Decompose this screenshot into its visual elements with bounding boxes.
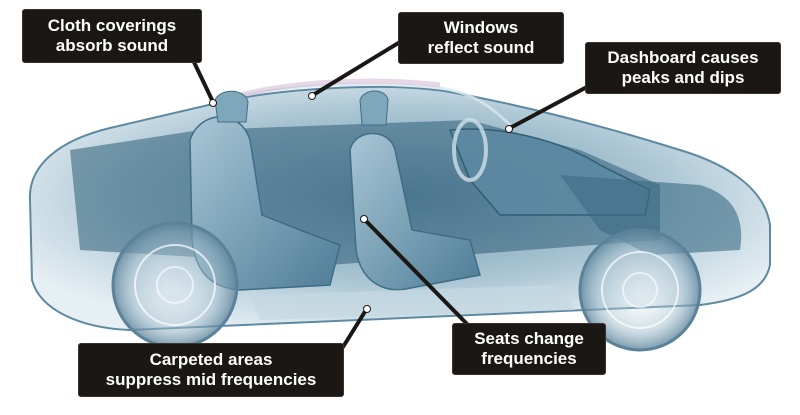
dashboard-pointer-line: [508, 86, 587, 130]
carpet-pointer-dot: [363, 305, 371, 313]
callout-dashboard: Dashboard causes peaks and dips: [585, 42, 781, 94]
callout-windows-line-2: reflect sound: [427, 38, 535, 57]
steering-wheel: [452, 118, 488, 182]
front-wheel: [578, 228, 702, 352]
callout-dashboard-line-1: Dashboard causes: [607, 48, 759, 67]
window-line: [214, 82, 512, 127]
engine-bay: [560, 175, 742, 255]
windows-pointer-dot: [308, 92, 316, 100]
callout-cloth-coverings: Cloth coverings absorb sound: [22, 9, 202, 63]
cloth-pointer-line: [191, 58, 215, 104]
seats-pointer-line: [363, 218, 470, 327]
callout-seats: Seats change frequencies: [452, 323, 606, 375]
front-seat-headrest: [359, 90, 389, 126]
callout-dashboard-line-2: peaks and dips: [621, 68, 745, 87]
callout-carpeted-areas: Carpeted areas suppress mid frequencies: [78, 343, 344, 397]
roof-highlight: [239, 78, 441, 98]
callout-carpet-line-1: Carpeted areas: [149, 350, 273, 369]
dashboard-pointer-dot: [505, 125, 513, 133]
callout-windows: Windows reflect sound: [398, 12, 564, 64]
callout-seats-line-2: frequencies: [481, 349, 577, 368]
callout-seats-line-1: Seats change: [474, 329, 584, 348]
cloth-pointer-dot: [209, 99, 217, 107]
callout-cloth-line-1: Cloth coverings: [47, 16, 177, 35]
windows-pointer-line: [311, 40, 402, 97]
carpet-pointer-line: [341, 308, 368, 349]
front-seat: [349, 132, 481, 291]
floor-carpet: [250, 285, 575, 320]
callout-windows-line-1: Windows: [443, 18, 519, 37]
callout-carpet-line-2: suppress mid frequencies: [105, 370, 317, 389]
callout-cloth-line-2: absorb sound: [55, 36, 169, 55]
seats-pointer-dot: [360, 215, 368, 223]
rear-seat-headrest: [214, 90, 249, 123]
rear-wheel: [111, 221, 239, 349]
